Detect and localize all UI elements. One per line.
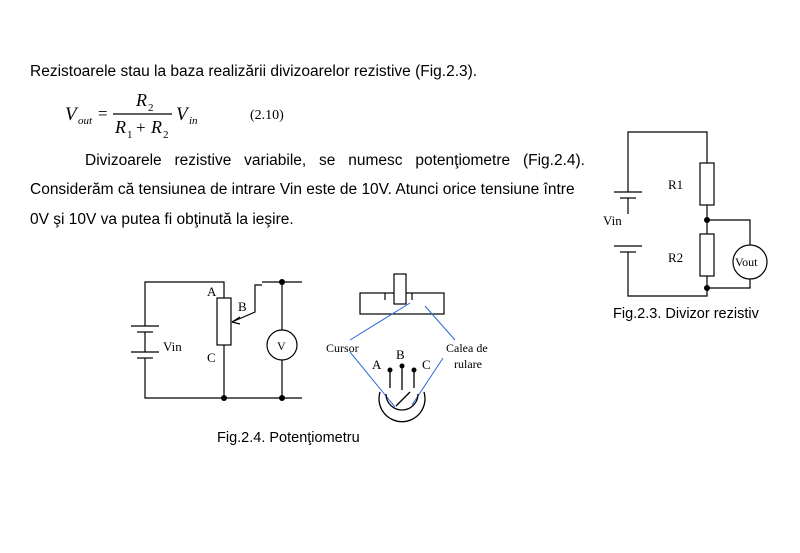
- eq-plus: +: [136, 118, 146, 137]
- fig24-label-vin: Vin: [163, 339, 182, 354]
- eq-den-sub2: 2: [163, 129, 169, 141]
- fig24-label-b2: B: [396, 347, 405, 362]
- fig24-label-rulare: rulare: [454, 357, 482, 371]
- eq-equals: =: [98, 104, 108, 123]
- eq-den-sub1: 1: [127, 129, 133, 141]
- paragraph-line-1: Divizoarele rezistive variabile, se nume…: [85, 152, 585, 169]
- eq-lhs-sub: out: [78, 115, 93, 127]
- eq-rhs-sub: in: [189, 115, 198, 127]
- eq-den-var1: R: [114, 117, 126, 137]
- fig24-label-cursor: Cursor: [326, 341, 359, 355]
- fig24-label-calea: Calea de: [446, 341, 488, 355]
- eq-num-sub: 2: [148, 102, 154, 114]
- equation-graphic: V out = R 2 R 1 + R 2 V in: [65, 90, 198, 141]
- fig23-label-vin: Vin: [603, 213, 622, 228]
- paragraph-line-2: Considerăm că tensiunea de intrare Vin e…: [30, 181, 575, 198]
- fig24-label-c: C: [207, 350, 216, 365]
- fig24-label-a2: A: [372, 357, 382, 372]
- voltmeter-vout-icon: [732, 244, 768, 280]
- paragraph-line-3: 0V şi 10V va putea fi obţinută la ieşire…: [30, 211, 294, 228]
- equation-number: (2.10): [250, 108, 284, 123]
- fig24-label-v: V: [277, 339, 286, 353]
- voltmeter-v-icon: [266, 329, 298, 361]
- eq-num-var: R: [135, 90, 147, 110]
- fig-2-3-caption: Fig.2.3. Divizor rezistiv: [613, 306, 759, 322]
- fig24-label-c2: C: [422, 357, 431, 372]
- fig23-label-vout: Vout: [735, 255, 758, 269]
- equation-2-10: V out = R 2 R 1 + R 2 V in: [60, 88, 320, 143]
- eq-lhs-var: V: [65, 104, 79, 125]
- intro-text: Rezistoarele stau la baza realizării div…: [30, 63, 478, 80]
- potentiometer-mechanical-drawing: [359, 273, 445, 315]
- potentiometer-icon: [216, 297, 232, 346]
- eq-den-var2: R: [150, 117, 162, 137]
- fig24-label-b: B: [238, 299, 247, 314]
- eq-rhs-var: V: [176, 104, 190, 125]
- fig24-label-a: A: [207, 284, 217, 299]
- fig23-label-r1: R1: [668, 177, 683, 192]
- fig-2-4-caption: Fig.2.4. Potenţiometru: [217, 430, 360, 446]
- fig23-label-r2: R2: [668, 250, 683, 265]
